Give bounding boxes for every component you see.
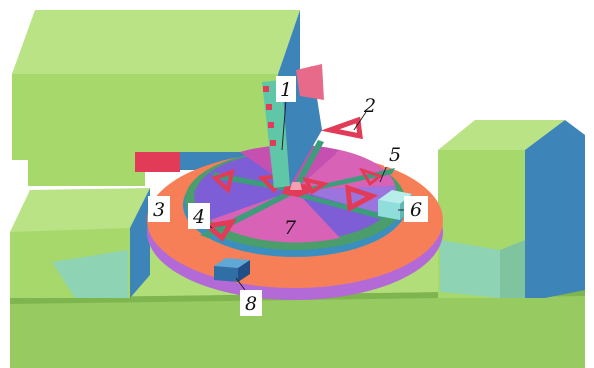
callout-label-7: 7	[284, 217, 297, 239]
callout-label-8: 8	[240, 290, 262, 316]
callout-label-3: 3	[148, 196, 170, 222]
svg-text:4: 4	[192, 206, 205, 228]
left-top-block	[12, 10, 300, 186]
svg-text:2: 2	[363, 95, 376, 117]
left-lower-block	[10, 188, 150, 298]
svg-text:5: 5	[389, 144, 401, 166]
callout-label-5: 5	[384, 141, 406, 167]
index-disc	[194, 140, 397, 243]
svg-text:7: 7	[284, 217, 297, 239]
callout-label-2: 2	[363, 95, 376, 117]
drive-box	[214, 258, 250, 282]
callout-label-1: 1	[276, 76, 296, 102]
svg-text:8: 8	[245, 293, 257, 315]
svg-text:6: 6	[410, 199, 422, 221]
callout-label-4: 4	[188, 203, 210, 229]
callout-label-6: 6	[404, 196, 428, 222]
right-block	[438, 120, 585, 298]
svg-text:3: 3	[153, 199, 165, 221]
svg-text:1: 1	[280, 79, 292, 101]
